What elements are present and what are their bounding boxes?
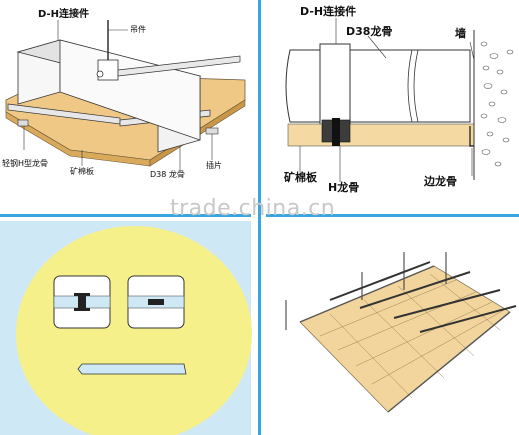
horizontal-divider-right <box>266 214 519 217</box>
wall-section <box>474 30 518 180</box>
label-dh-connector-tl: D-H连接件 <box>38 9 90 20</box>
cross-keels <box>299 265 511 413</box>
profiles-drawing <box>16 226 252 435</box>
label-hanger: 吊件 <box>130 25 146 34</box>
label-h-keel-tl: 轻钢H型龙骨 <box>2 159 49 168</box>
label-d38-keel-tl: D38 龙骨 <box>150 170 185 179</box>
label-wall: 墙 <box>455 27 466 40</box>
watermark-text: trade.china.cn <box>170 196 336 221</box>
label-dh-connector-tr: D-H连接件 <box>300 5 357 18</box>
label-d38-keel-tr: D38龙骨 <box>346 25 393 38</box>
edge-keel-section <box>469 126 474 147</box>
vertical-divider <box>258 0 261 435</box>
horizontal-divider-left <box>0 214 251 217</box>
isometric-ceiling-drawing <box>5 20 246 170</box>
ceiling-tiles <box>299 265 511 413</box>
label-h-keel-tr: H龙骨 <box>328 181 360 194</box>
top-bar <box>117 55 241 77</box>
board-profile <box>77 363 187 375</box>
d-h-connector <box>319 43 351 133</box>
label-insert-piece: 插片 <box>206 161 222 170</box>
yellow-circle <box>16 226 252 435</box>
label-mineral-board-tl: 矿棉板 <box>70 167 94 176</box>
d38-keel-side <box>59 39 201 141</box>
label-mineral-board-tr: 矿棉板 <box>284 171 317 184</box>
main-keels <box>329 261 517 333</box>
section-drawing <box>285 18 518 182</box>
wall-aggregate <box>480 41 514 167</box>
mineral-board-section <box>287 123 475 147</box>
d38-keel-section <box>285 49 471 123</box>
ceiling-grid-drawing <box>285 252 517 413</box>
insert-piece-1 <box>17 119 29 127</box>
insert-piece-2 <box>205 127 219 135</box>
label-edge-keel: 边龙骨 <box>424 175 457 188</box>
